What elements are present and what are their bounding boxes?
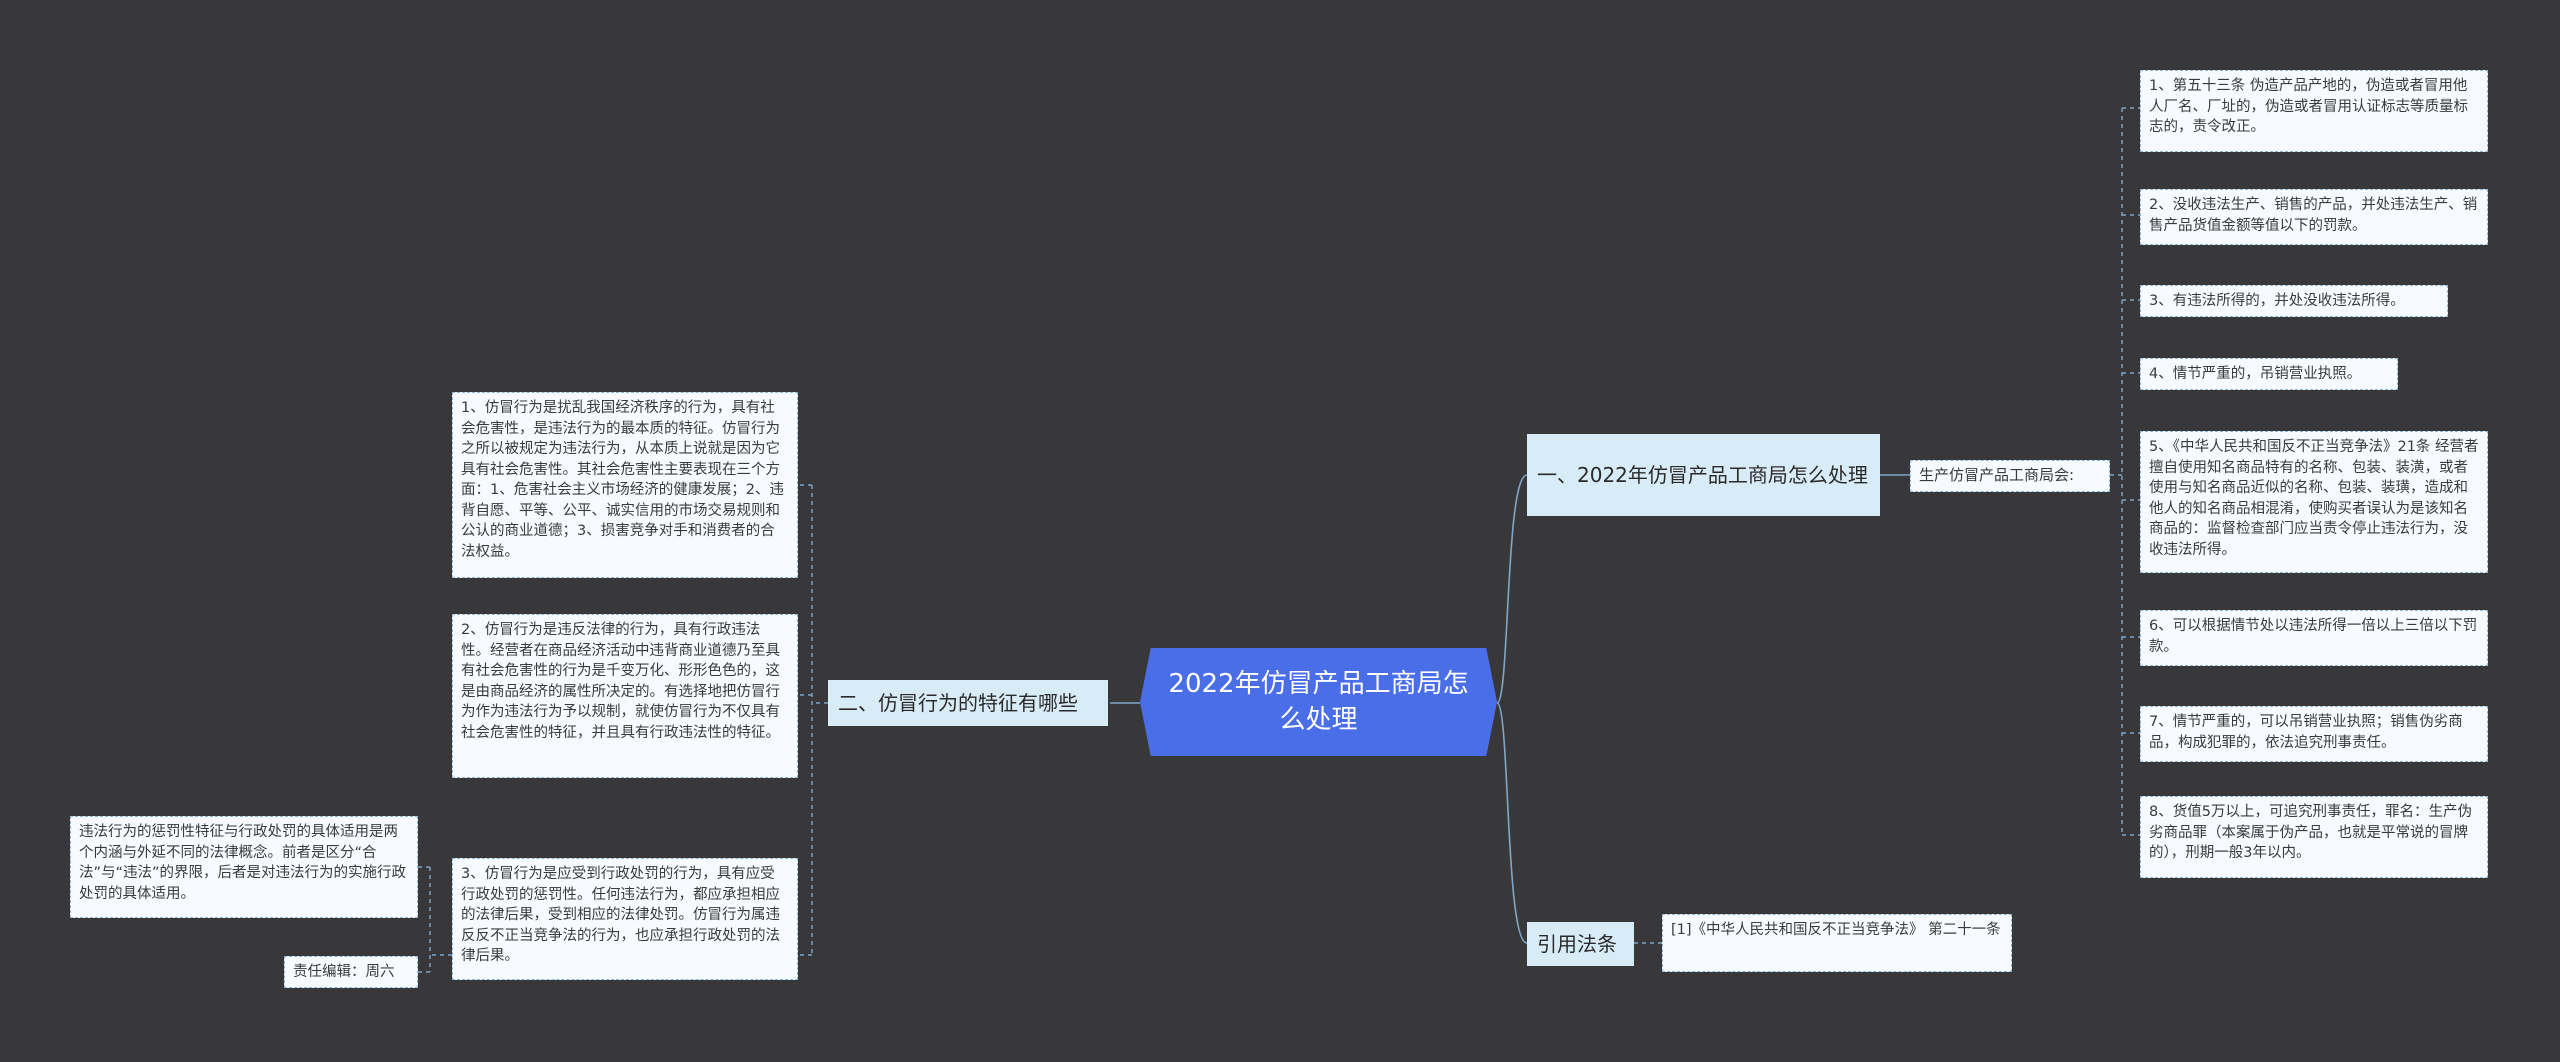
branch-references-label: 引用法条 xyxy=(1537,932,1617,956)
editor-note-text: 责任编辑：周六 xyxy=(293,964,395,980)
reference-item-text: [1]《中华人民共和国反不正当竞争法》 第二十一条 xyxy=(1671,922,2001,938)
feature-item-1-text: 1、仿冒行为是扰乱我国经济秩序的行为，具有社会危害性，是违法行为的最本质的特征。… xyxy=(461,400,784,560)
editor-note[interactable]: 责任编辑：周六 xyxy=(284,956,418,988)
reference-item[interactable]: [1]《中华人民共和国反不正当竞争法》 第二十一条 xyxy=(1662,914,2012,972)
feature-item-3[interactable]: 3、仿冒行为是应受到行政处罚的行为，具有应受行政处罚的惩罚性。任何违法行为，都应… xyxy=(452,858,798,980)
penalty-item-3[interactable]: 3、有违法所得的，并处没收违法所得。 xyxy=(2140,285,2448,317)
penalty-item-4-text: 4、情节严重的，吊销营业执照。 xyxy=(2149,366,2362,382)
branch-references[interactable]: 引用法条 xyxy=(1527,922,1634,966)
penalty-item-1-text: 1、第五十三条 伪造产品产地的，伪造或者冒用他人厂名、厂址的，伪造或者冒用认证标… xyxy=(2149,78,2468,135)
branch-features[interactable]: 二、仿冒行为的特征有哪些 xyxy=(828,680,1108,726)
central-topic[interactable]: 2022年仿冒产品工商局怎么处理 xyxy=(1140,648,1497,756)
branch-features-label: 二、仿冒行为的特征有哪些 xyxy=(838,691,1078,715)
penalty-item-6[interactable]: 6、可以根据情节处以违法所得一倍以上三倍以下罚款。 xyxy=(2140,610,2488,666)
penalty-item-6-text: 6、可以根据情节处以违法所得一倍以上三倍以下罚款。 xyxy=(2149,618,2478,655)
branch-penalties-label: 一、2022年仿冒产品工商局怎么处理 xyxy=(1537,463,1868,487)
feature-item-1[interactable]: 1、仿冒行为是扰乱我国经济秩序的行为，具有社会危害性，是违法行为的最本质的特征。… xyxy=(452,392,798,578)
feature-item-3-text: 3、仿冒行为是应受到行政处罚的行为，具有应受行政处罚的惩罚性。任何违法行为，都应… xyxy=(461,866,780,964)
penalty-item-5-text: 5、《中华人民共和国反不正当竞争法》21条 经营者擅自使用知名商品特有的名称、包… xyxy=(2149,439,2479,558)
branch-penalties[interactable]: 一、2022年仿冒产品工商局怎么处理 xyxy=(1527,434,1880,516)
central-topic-label: 2022年仿冒产品工商局怎么处理 xyxy=(1168,669,1469,735)
penalty-item-7-text: 7、情节严重的，可以吊销营业执照；销售伪劣商品，构成犯罪的，依法追究刑事责任。 xyxy=(2149,714,2463,751)
penalty-note[interactable]: 违法行为的惩罚性特征与行政处罚的具体适用是两个内涵与外延不同的法律概念。前者是区… xyxy=(70,816,418,918)
feature-item-2[interactable]: 2、仿冒行为是违反法律的行为，具有行政违法性。经营者在商品经济活动中违背商业道德… xyxy=(452,614,798,778)
sub-topic-gongshang-label: 生产仿冒产品工商局会: xyxy=(1919,466,2075,484)
penalty-item-3-text: 3、有违法所得的，并处没收违法所得。 xyxy=(2149,293,2405,309)
feature-item-2-text: 2、仿冒行为是违反法律的行为，具有行政违法性。经营者在商品经济活动中违背商业道德… xyxy=(461,622,780,741)
penalty-item-2[interactable]: 2、没收违法生产、销售的产品，并处违法生产、销售产品货值金额等值以下的罚款。 xyxy=(2140,189,2488,245)
penalty-item-4[interactable]: 4、情节严重的，吊销营业执照。 xyxy=(2140,358,2398,390)
penalty-item-2-text: 2、没收违法生产、销售的产品，并处违法生产、销售产品货值金额等值以下的罚款。 xyxy=(2149,197,2478,234)
penalty-item-7[interactable]: 7、情节严重的，可以吊销营业执照；销售伪劣商品，构成犯罪的，依法追究刑事责任。 xyxy=(2140,706,2488,762)
penalty-item-8-text: 8、货值5万以上，可追究刑事责任，罪名：生产伪劣商品罪（本案属于伪产品，也就是平… xyxy=(2149,804,2472,861)
penalty-note-text: 违法行为的惩罚性特征与行政处罚的具体适用是两个内涵与外延不同的法律概念。前者是区… xyxy=(79,824,407,902)
sub-topic-gongshang[interactable]: 生产仿冒产品工商局会: xyxy=(1910,460,2110,492)
penalty-item-5[interactable]: 5、《中华人民共和国反不正当竞争法》21条 经营者擅自使用知名商品特有的名称、包… xyxy=(2140,431,2488,573)
penalty-item-8[interactable]: 8、货值5万以上，可追究刑事责任，罪名：生产伪劣商品罪（本案属于伪产品，也就是平… xyxy=(2140,796,2488,878)
penalty-item-1[interactable]: 1、第五十三条 伪造产品产地的，伪造或者冒用他人厂名、厂址的，伪造或者冒用认证标… xyxy=(2140,70,2488,152)
